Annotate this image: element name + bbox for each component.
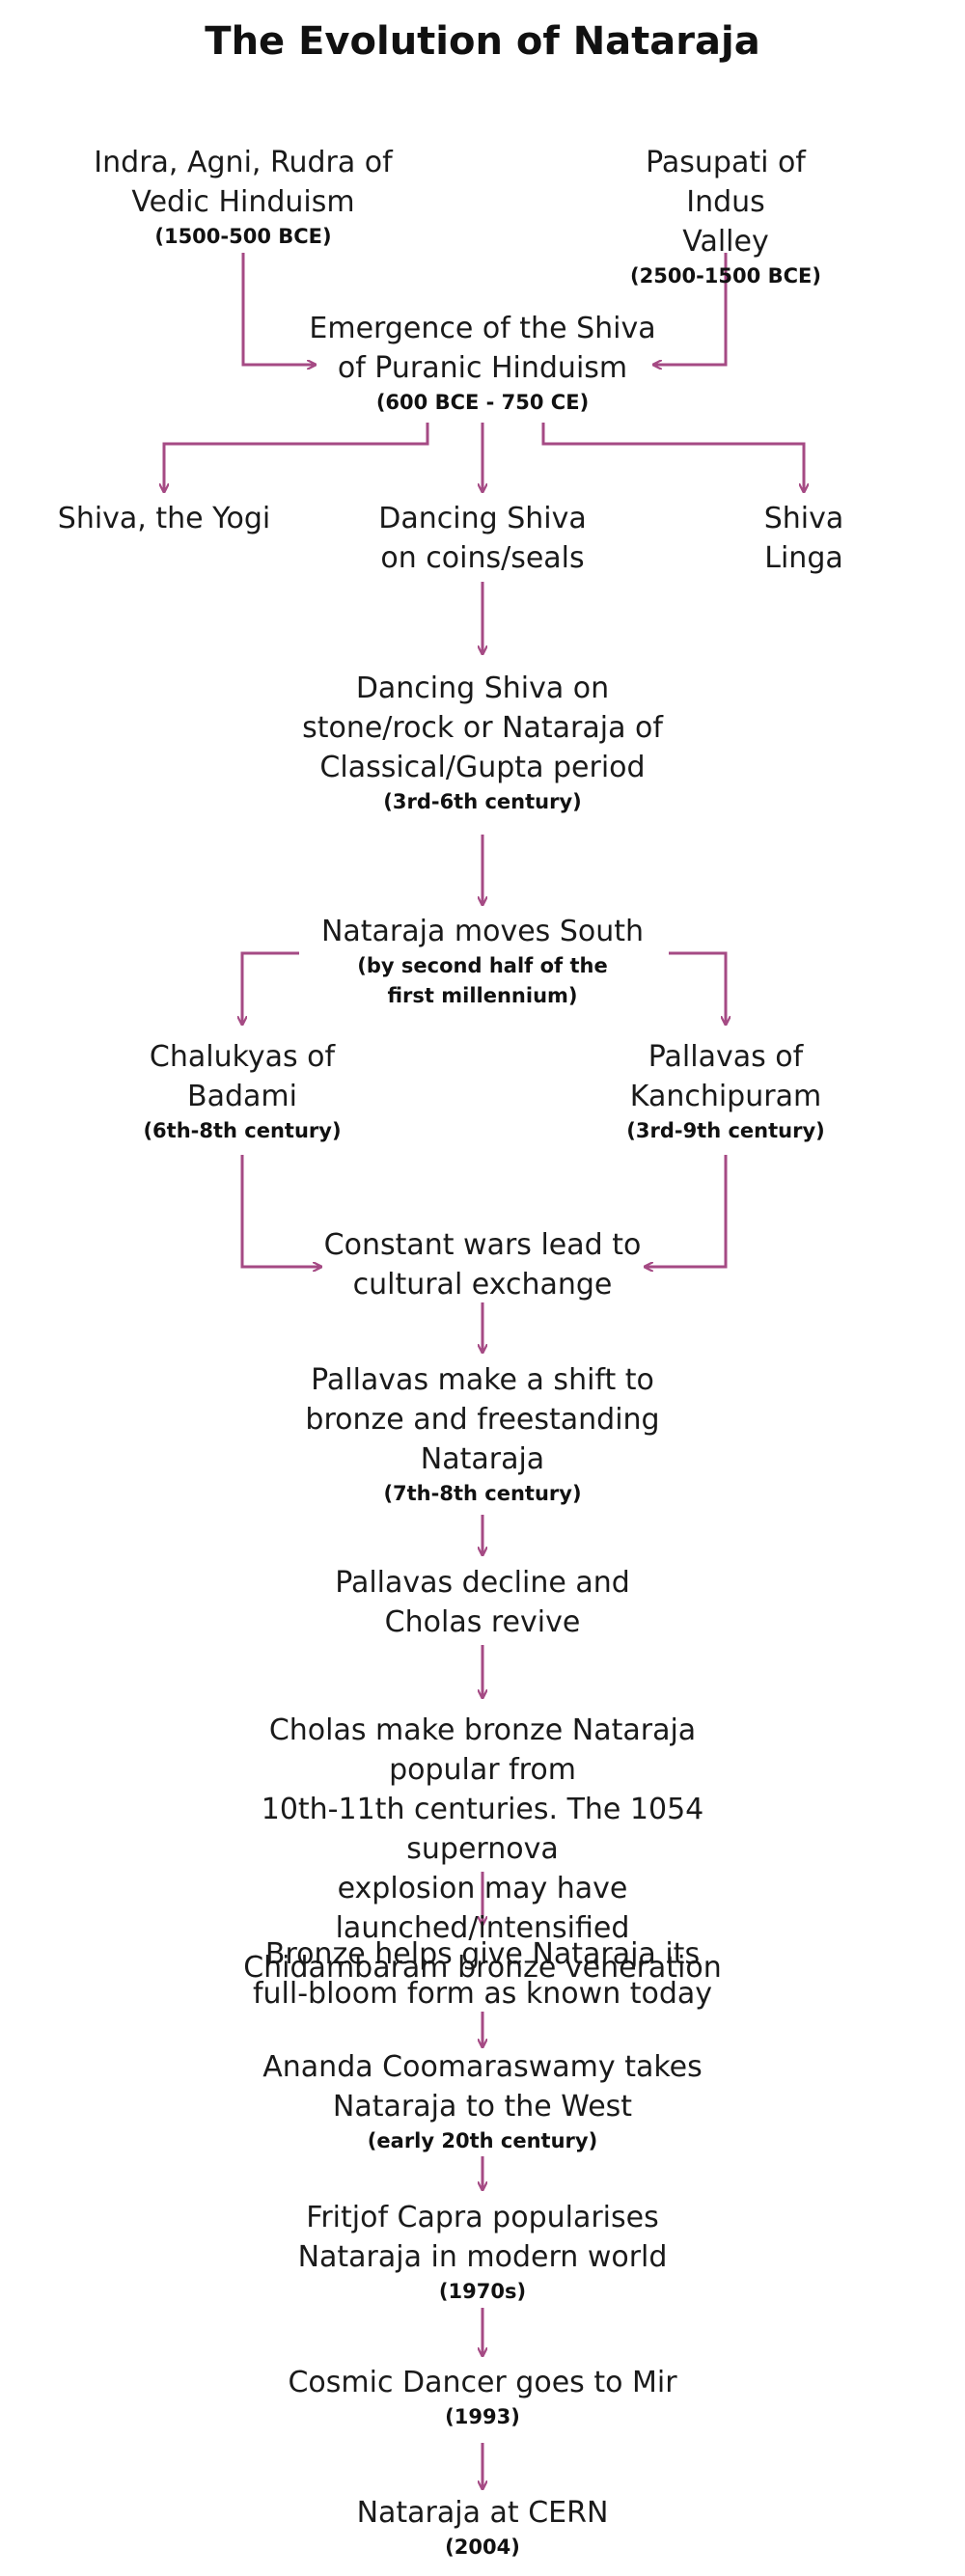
arrow-chalukyas-to-wars [240, 1155, 321, 1267]
node-wars-label: Constant wars lead to cultural exchange [323, 1228, 642, 1302]
arrow-pasupati-to-emergence [653, 253, 728, 365]
node-linga-label: Shiva Linga [763, 502, 844, 575]
node-coins-label: Dancing Shiva on coins/seals [378, 502, 587, 575]
node-capra-label: Fritjof Capra popularises Nataraja in mo… [297, 2201, 668, 2274]
node-mir-label: Cosmic Dancer goes to Mir [288, 2366, 677, 2399]
node-coomaraswamy-label: Ananda Coomaraswamy takes Nataraja to th… [262, 2050, 703, 2124]
node-pallavas-label: Pallavas of Kanchipuram [629, 1040, 822, 1113]
node-bronze-shift: Pallavas make a shift to bronze and free… [305, 1360, 659, 1509]
node-cholas-label: Cholas make bronze Nataraja popular from… [243, 1713, 722, 1985]
node-linga: Shiva Linga [724, 499, 885, 578]
node-emergence-date: (600 BCE - 750 CE) [375, 391, 590, 414]
node-fullbloom: Bronze helps give Nataraja its full-bloo… [253, 1934, 712, 2014]
arrow-vedic-to-emergence [241, 253, 316, 365]
node-wars: Constant wars lead to cultural exchange [324, 1225, 642, 1304]
node-pasupati: Pasupati of Indus Valley (2500-1500 BCE) [606, 143, 845, 291]
node-stone: Dancing Shiva on stone/rock or Nataraja … [302, 669, 663, 817]
arrow-south-to-pallavas [669, 951, 726, 1025]
node-south-date: (by second half of the first millennium) [357, 954, 608, 1007]
node-bronze-shift-label: Pallavas make a shift to bronze and free… [305, 1363, 660, 1476]
node-pasupati-date: (2500-1500 BCE) [630, 264, 821, 288]
node-capra-date: (1970s) [438, 2280, 527, 2303]
node-coomaraswamy-date: (early 20th century) [367, 2129, 598, 2152]
node-vedic-label: Indra, Agni, Rudra of Vedic Hinduism [94, 146, 393, 219]
node-pallavas: Pallavas of Kanchipuram (3rd-9th century… [626, 1037, 825, 1146]
node-chalukyas-label: Chalukyas of Badami [149, 1040, 336, 1113]
node-cern-date: (2004) [445, 2535, 520, 2559]
node-coomaraswamy: Ananda Coomaraswamy takes Nataraja to th… [262, 2047, 702, 2156]
node-vedic-date: (1500-500 BCE) [154, 225, 332, 248]
node-chalukyas: Chalukyas of Badami (6th-8th century) [143, 1037, 341, 1146]
diagram-title: The Evolution of Nataraja [205, 19, 760, 64]
node-emergence-label: Emergence of the Shiva of Puranic Hindui… [309, 312, 656, 385]
node-cholas: Cholas make bronze Nataraja popular from… [241, 1711, 724, 1987]
node-stone-label: Dancing Shiva on stone/rock or Nataraja … [302, 671, 663, 784]
node-coins: Dancing Shiva on coins/seals [378, 499, 586, 578]
node-south: Nataraja moves South (by second half of … [321, 912, 644, 1011]
arrow-pallavas-to-wars [645, 1155, 728, 1267]
node-pallavas-date: (3rd-9th century) [626, 1119, 825, 1142]
node-mir-date: (1993) [445, 2405, 520, 2428]
node-yogi: Shiva, the Yogi [58, 499, 270, 538]
node-bronze-shift-date: (7th-8th century) [383, 1482, 582, 1505]
node-capra: Fritjof Capra popularises Nataraja in mo… [298, 2198, 668, 2307]
node-stone-date: (3rd-6th century) [383, 790, 582, 813]
node-pasupati-label: Pasupati of Indus Valley [646, 146, 806, 259]
arrow-emergence-to-linga [541, 423, 804, 492]
node-cern-label: Nataraja at CERN [356, 2496, 609, 2530]
node-fullbloom-label: Bronze helps give Nataraja its full-bloo… [252, 1937, 713, 2011]
node-decline: Pallavas decline and Cholas revive [335, 1563, 630, 1642]
arrow-emergence-to-yogi [164, 423, 429, 492]
arrow-south-to-chalukyas [242, 951, 299, 1025]
node-vedic: Indra, Agni, Rudra of Vedic Hinduism (15… [94, 143, 392, 252]
node-cern: Nataraja at CERN (2004) [357, 2493, 609, 2562]
node-chalukyas-date: (6th-8th century) [143, 1119, 342, 1142]
node-mir: Cosmic Dancer goes to Mir (1993) [288, 2363, 676, 2432]
node-yogi-label: Shiva, the Yogi [57, 502, 271, 535]
node-decline-label: Pallavas decline and Cholas revive [335, 1566, 630, 1639]
node-south-label: Nataraja moves South [320, 915, 645, 948]
node-emergence: Emergence of the Shiva of Puranic Hindui… [309, 309, 655, 418]
